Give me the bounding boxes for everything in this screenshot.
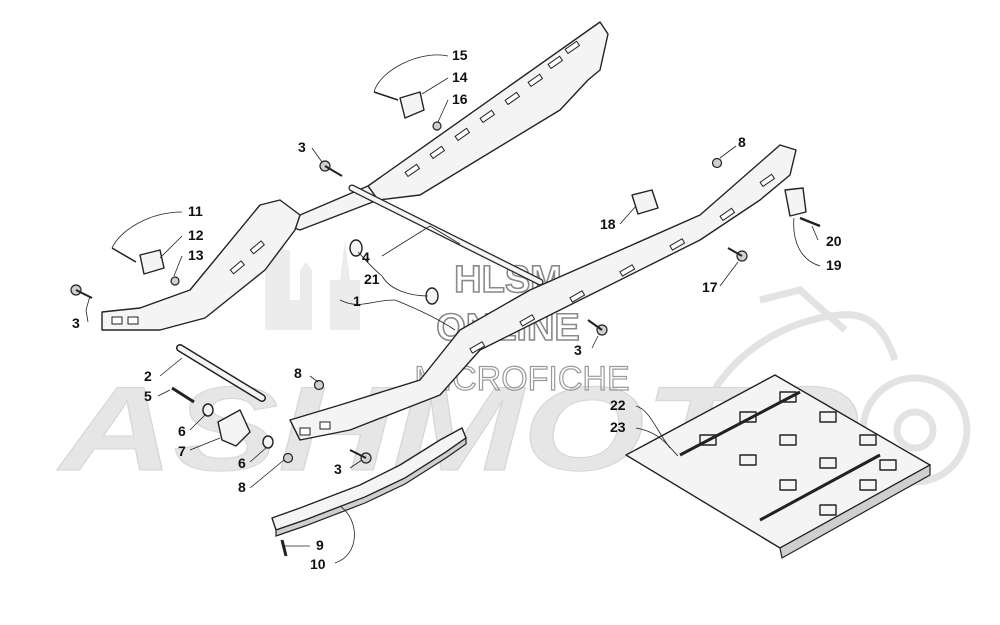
front-axle [176,344,266,402]
callout-23: 23 [610,419,626,435]
callout-19: 19 [826,257,842,273]
bolt-17 [727,247,748,262]
callout-13: 13 [188,247,204,263]
rivet-15 [373,91,399,101]
hardware [70,91,821,557]
track-clips [679,390,881,522]
rivet-11 [111,247,137,263]
washer-6-upper [202,403,214,417]
rail-main [101,144,797,441]
bolt-3-mid [587,319,608,336]
nut-16 [432,121,442,131]
wear-strip [271,427,467,537]
callout-11: 11 [188,203,203,219]
bumper-block-front [139,249,165,275]
callout-7: 7 [178,443,186,459]
callout-2: 2 [144,368,152,384]
callout-10: 10 [310,556,326,572]
bolt-5 [171,386,195,404]
washer-6-lower [262,435,274,449]
nut-8-mid [313,379,325,391]
track-section [625,374,931,559]
bolt-20 [799,216,821,228]
callout-6b: 6 [238,455,246,471]
callout-8b: 8 [294,365,302,381]
callout-3b: 3 [72,315,80,331]
rail-main-lightening-holes [111,173,776,436]
callout-15: 15 [452,47,468,63]
callout-8c: 8 [238,479,246,495]
rail-upper-lightening-holes [404,40,581,178]
leader-lines [85,54,821,564]
washer-21-upper [349,239,363,257]
callout-12: 12 [188,227,204,243]
bracket-rear [784,187,807,217]
nut-13 [170,276,180,286]
callout-4: 4 [362,249,370,265]
bumper-block-upper [399,91,425,119]
callout-5: 5 [144,388,152,404]
bolt-3-front [70,284,93,299]
callout-18: 18 [600,216,616,232]
callout-3c: 3 [574,342,582,358]
callout-21: 21 [364,271,380,287]
bolt-3-upper [319,160,343,177]
nut-8-lower [282,452,294,464]
callout-17: 17 [702,279,718,295]
callout-16: 16 [452,91,468,107]
callout-1: 1 [353,293,361,309]
nut-8-upper [711,157,723,169]
callout-6a: 6 [178,423,186,439]
callout-3d: 3 [334,461,342,477]
callout-14: 14 [452,69,468,85]
callout-20: 20 [826,233,842,249]
bolt-9 [280,539,288,557]
callout-22: 22 [610,397,626,413]
axle-bracket [217,409,251,447]
callout-8a: 8 [738,134,746,150]
callout-3a: 3 [298,139,306,155]
callouts: 1 2 3 3 3 3 4 5 6 7 6 8 8 8 9 10 11 12 1… [72,47,842,572]
cross-shaft [348,184,544,286]
bolt-3-lower [349,449,372,464]
callout-9: 9 [316,537,324,553]
spacer-sleeve [631,189,659,215]
